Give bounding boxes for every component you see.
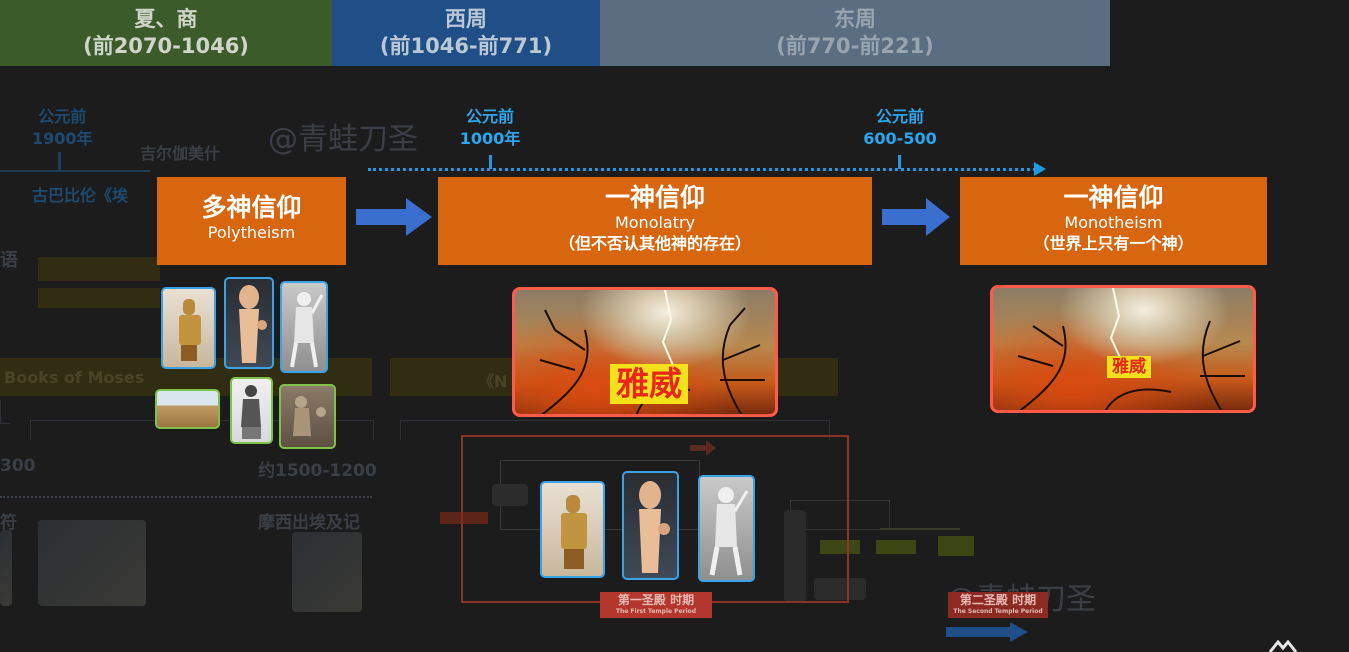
period-range: (前1046-前771) <box>379 34 553 58</box>
bg-figure-image <box>292 532 362 612</box>
artifact-stone-relief <box>698 475 755 582</box>
bg-date-line: 1900年 <box>32 129 93 148</box>
statue-icon <box>561 495 587 569</box>
bg-diagram-line <box>880 528 960 530</box>
bg-bracket <box>0 400 10 424</box>
second-temple-tag: 第二圣殿 时期 The Second Temple Period <box>948 592 1048 618</box>
bg-dotted-line <box>0 496 372 498</box>
tag-label-en: The First Temple Period <box>615 608 697 615</box>
stage-polytheism: 多神信仰 Polytheism <box>157 177 346 265</box>
bg-small-arrow <box>690 440 716 456</box>
figurine-icon <box>639 481 670 573</box>
timeline-dotted-line <box>368 168 1036 171</box>
period-range: (前770-前221) <box>776 34 934 58</box>
stage-monolatry: 一神信仰 Monolatry （但不否认其他神的存在） <box>438 177 872 265</box>
figurine-icon <box>239 285 267 363</box>
tag-label: 第二圣殿 时期 <box>959 593 1037 607</box>
bg-bar <box>38 257 160 281</box>
stage-english: Polytheism <box>207 223 296 242</box>
relief-icon <box>290 292 324 368</box>
period-name: 夏、商 <box>134 7 198 31</box>
bg-gilgamesh: 吉尔伽美什 <box>140 144 221 163</box>
artifact-figure-statue <box>230 377 273 444</box>
timeline-date-1000: 公元前 1000年 <box>445 106 535 150</box>
bg-diagram-cell <box>814 578 866 600</box>
artifact-carved-relief <box>279 384 336 449</box>
stage-note: （世界上只有一个神） <box>1033 234 1194 253</box>
bg-myth: 语 <box>0 250 18 271</box>
relief-icon <box>293 396 326 436</box>
artifact-ziggurat <box>155 389 220 429</box>
bg-face-image <box>38 520 146 606</box>
bg-year-left: 300 <box>0 456 36 476</box>
stage-note: （但不否认其他神的存在） <box>558 234 751 253</box>
bg-bracket <box>400 420 830 440</box>
arrow-right-icon <box>882 198 950 236</box>
bg-diagram-cell <box>492 484 528 506</box>
bg-books-of-moses: Books of Moses <box>4 368 145 387</box>
bg-tick <box>58 152 61 170</box>
bg-diagram-tag <box>440 512 488 524</box>
bg-exodus: 摩西出埃及记 <box>258 513 360 533</box>
watermark: @青蛙刀圣 <box>268 122 418 157</box>
bg-left-fragment: 符 <box>0 513 17 533</box>
stage-title: 一神信仰 <box>604 183 705 212</box>
arrow-right-icon <box>356 198 432 236</box>
date-line: 公元前 <box>465 107 514 126</box>
statue-icon <box>241 385 261 439</box>
tree-lightning-graphic <box>1017 288 1245 410</box>
bg-diagram-tag <box>938 536 974 556</box>
bg-babylon: 古巴比伦《埃 <box>32 186 129 205</box>
period-name: 西周 <box>445 7 487 31</box>
date-line: 600-500 <box>863 129 937 148</box>
bg-timeline <box>0 170 150 172</box>
relief-icon <box>709 487 749 576</box>
artifact-seated-statue <box>540 481 605 578</box>
bg-diagram-column <box>784 510 806 602</box>
stage-english: Monotheism <box>1064 213 1163 232</box>
timeline-date-600: 公元前 600-500 <box>855 106 945 150</box>
yahweh-label: 雅威 <box>610 364 688 404</box>
stage-monotheism: 一神信仰 Monotheism （世界上只有一个神） <box>960 177 1267 265</box>
period-western-zhou: 西周 (前1046-前771) <box>332 0 600 66</box>
first-temple-tag: 第一圣殿 时期 The First Temple Period <box>600 592 712 618</box>
period-xia-shang: 夏、商 (前2070-1046) <box>0 0 332 66</box>
yahweh-storm-image: 雅威 <box>512 287 778 417</box>
stage-english: Monolatry <box>614 213 696 232</box>
artifact-pillar-figurine <box>622 471 679 580</box>
date-line: 1000年 <box>459 129 521 148</box>
bg-date-1900: 公元前 1900年 <box>32 106 93 150</box>
bg-n-fragment: 《N <box>478 372 508 391</box>
artifact-stone-relief <box>280 281 328 373</box>
period-range: (前2070-1046) <box>83 34 249 58</box>
yahweh-label: 雅威 <box>1107 356 1151 378</box>
bg-arrow <box>946 622 1028 642</box>
yahweh-storm-image: 雅威 <box>990 285 1256 413</box>
stage-title: 一神信仰 <box>1063 183 1164 212</box>
period-eastern-zhou: 东周 (前770-前221) <box>600 0 1110 66</box>
bg-diagram-tag <box>876 540 916 554</box>
corner-logo-icon <box>1268 640 1298 652</box>
statue-icon <box>179 299 201 361</box>
artifact-seated-statue <box>161 287 216 369</box>
bg-bar <box>38 288 160 308</box>
timeline-tick-600 <box>898 155 901 169</box>
bg-diagram-tag <box>820 540 860 554</box>
bg-date-line: 公元前 <box>38 107 87 126</box>
tag-label: 第一圣殿 时期 <box>617 593 695 607</box>
timeline-tick-1000 <box>489 155 492 169</box>
timeline-arrow-head <box>1034 162 1046 176</box>
stage-title: 多神信仰 <box>201 193 302 222</box>
artifact-pillar-figurine <box>224 277 274 369</box>
date-line: 公元前 <box>875 107 924 126</box>
bg-year-range: 约1500-1200 <box>258 461 377 481</box>
tag-label-en: The Second Temple Period <box>953 608 1043 615</box>
period-name: 东周 <box>834 7 876 31</box>
bg-image <box>0 530 12 606</box>
